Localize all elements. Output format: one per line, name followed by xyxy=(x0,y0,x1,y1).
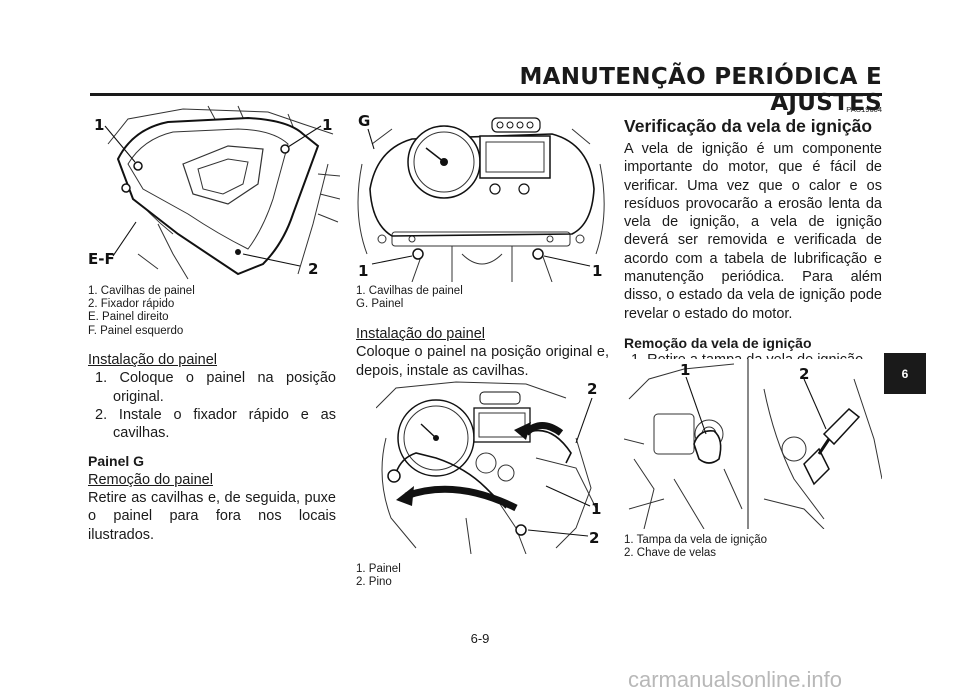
caption-panel-g: 1. Cavilhas de painel G. Painel xyxy=(356,285,606,311)
callout-1-left: 1 xyxy=(94,116,104,134)
install-heading: Instalação do painel xyxy=(356,326,485,342)
section-title: Verificação da vela de ignição xyxy=(624,116,873,136)
chapter-tab[interactable]: 6 xyxy=(884,353,926,394)
caption-line: 2. Chave de velas xyxy=(624,547,717,560)
callout-2-top: 2 xyxy=(587,380,597,398)
caption-line: 2. Pino xyxy=(356,576,392,589)
panel-g-heading: Painel G xyxy=(88,453,145,470)
figure-spark-plug: 1 2 xyxy=(624,359,882,529)
install-step: 1. Coloque o painel na posição original. xyxy=(95,370,336,405)
callout-1: 1 xyxy=(680,361,690,379)
figure-panel-pin: 2 1 2 xyxy=(376,378,608,554)
removal-heading: Remoção do painel xyxy=(88,471,213,488)
caption-line: 2. Fixador rápido xyxy=(88,298,175,311)
callout-1-right: 1 xyxy=(592,262,602,280)
callout-1: 1 xyxy=(591,500,601,518)
figure-side-panels-drawing: 1 1 E-F 2 xyxy=(88,105,340,280)
caption-line: 1. Tampa da vela de ignição xyxy=(624,534,767,546)
caption-panel-pin: 1. Painel 2. Pino xyxy=(356,563,606,589)
figure-panel-pin-drawing: 2 1 2 xyxy=(376,380,601,554)
caption-line: 1. Cavilhas de painel xyxy=(356,285,463,297)
caption-line: 1. Cavilhas de painel xyxy=(88,285,195,297)
col1-text: Instalação do painel 1. Coloque o painel… xyxy=(88,351,336,544)
callout-1-right: 1 xyxy=(322,116,332,134)
caption-line: E. Painel direito xyxy=(88,311,169,324)
install-step: 2. Instale o fixador rápido e as cavilha… xyxy=(95,406,336,442)
callout-g: G xyxy=(358,112,370,130)
col3-text: PAU19604 Verificação da vela de ignição … xyxy=(624,105,882,369)
callout-2-bottom: 2 xyxy=(589,529,599,547)
caption-line: F. Painel esquerdo xyxy=(88,324,184,337)
callout-1-left: 1 xyxy=(358,262,368,280)
col2-text: Instalação do painel Coloque o painel na… xyxy=(356,325,609,380)
callout-2: 2 xyxy=(799,365,809,383)
removal-heading: Remoção da vela de ignição xyxy=(624,334,812,351)
callout-2: 2 xyxy=(308,260,318,278)
caption-line: G. Painel xyxy=(356,298,404,311)
removal-text: Retire as cavilhas e, de seguida, puxe o… xyxy=(88,490,336,543)
figure-panel-g-drawing: G 1 1 xyxy=(357,112,605,282)
caption-side-panels: 1. Cavilhas de painel 2. Fixador rápido … xyxy=(88,285,338,338)
install-heading: Instalação do painel xyxy=(88,352,217,368)
header-rule xyxy=(90,93,882,96)
caption-spark-plug: 1. Tampa da vela de ignição 2. Chave de … xyxy=(624,534,882,560)
install-text: Coloque o painel na posição original e, … xyxy=(356,344,609,379)
figure-side-panels: 1 1 E-F 2 xyxy=(88,104,340,282)
callout-e-f: E-F xyxy=(88,250,115,268)
figure-spark-plug-drawing: 1 2 xyxy=(624,359,882,529)
caption-line: 1. Painel xyxy=(356,563,401,575)
figure-panel-g: G 1 1 xyxy=(352,104,610,282)
reference-code: PAU19604 xyxy=(846,105,882,114)
page-number: 6-9 xyxy=(470,631,490,646)
watermark[interactable]: carmanualsonline.info xyxy=(628,667,843,692)
section-paragraph: A vela de ignição é um componente import… xyxy=(624,141,882,322)
